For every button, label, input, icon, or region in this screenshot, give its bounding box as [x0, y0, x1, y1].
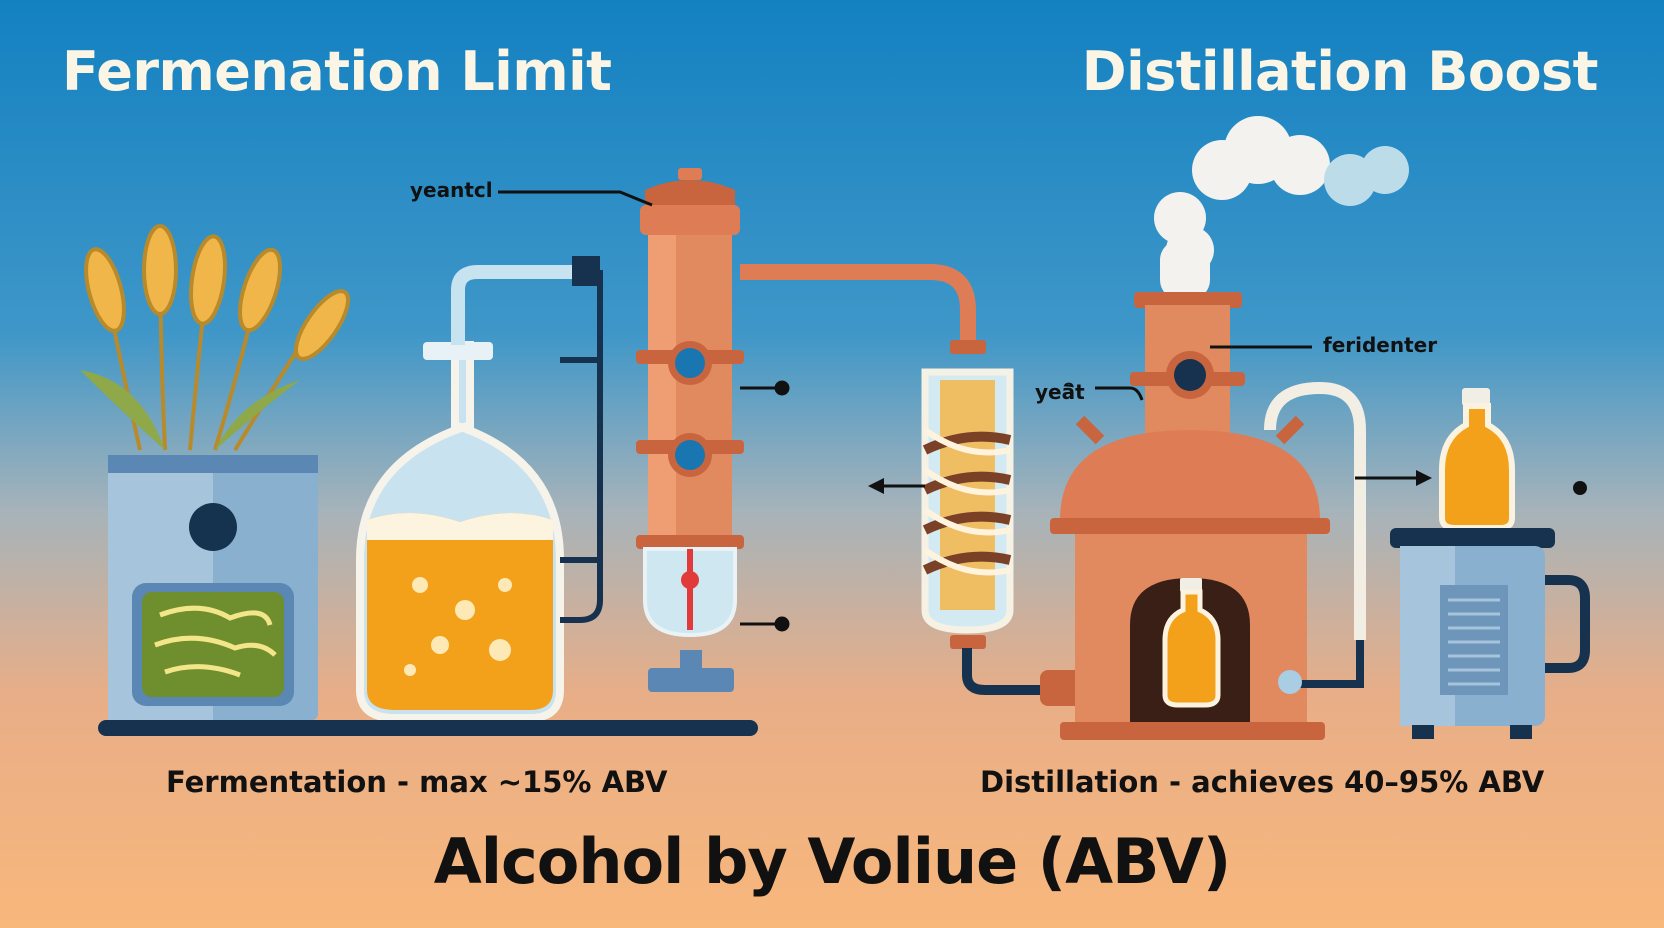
arrow-left-icon [868, 478, 925, 494]
carboy-flask [356, 341, 564, 722]
arrow-right-icon [1355, 470, 1432, 486]
fermentation-caption: Fermentation - max ~15% ABV [166, 765, 668, 799]
bullet-dot [1573, 481, 1587, 495]
yeast-label: yeantcl [410, 178, 493, 202]
page-title: Alcohol by Voliue (ABV) [433, 825, 1231, 898]
wheat-icon [84, 224, 351, 452]
distillation-caption: Distillation - achieves 40–95% ABV [980, 765, 1545, 799]
gas-pipe [451, 265, 590, 345]
distillation-column [636, 168, 744, 692]
fermenter-label: feridenter [1323, 333, 1438, 357]
fermentation-tank [108, 455, 318, 720]
pointer-lines-left [498, 190, 790, 632]
wheat-leaves [80, 370, 300, 450]
steam-cloud-icon [1154, 116, 1409, 300]
pot-still [1050, 292, 1330, 740]
condenser-tube [921, 368, 1092, 706]
yeast-label-right: yeaิt [1035, 380, 1085, 404]
collection-tank [1390, 528, 1590, 739]
pointer-lines-right [1095, 345, 1312, 401]
left-base [98, 720, 758, 736]
left-heading: Fermenation Limit [62, 40, 612, 103]
vapor-pipe [740, 264, 976, 350]
right-heading: Distillation Boost [1081, 40, 1599, 103]
output-pipe [1264, 381, 1366, 640]
spirit-bottle-icon [1439, 388, 1515, 531]
